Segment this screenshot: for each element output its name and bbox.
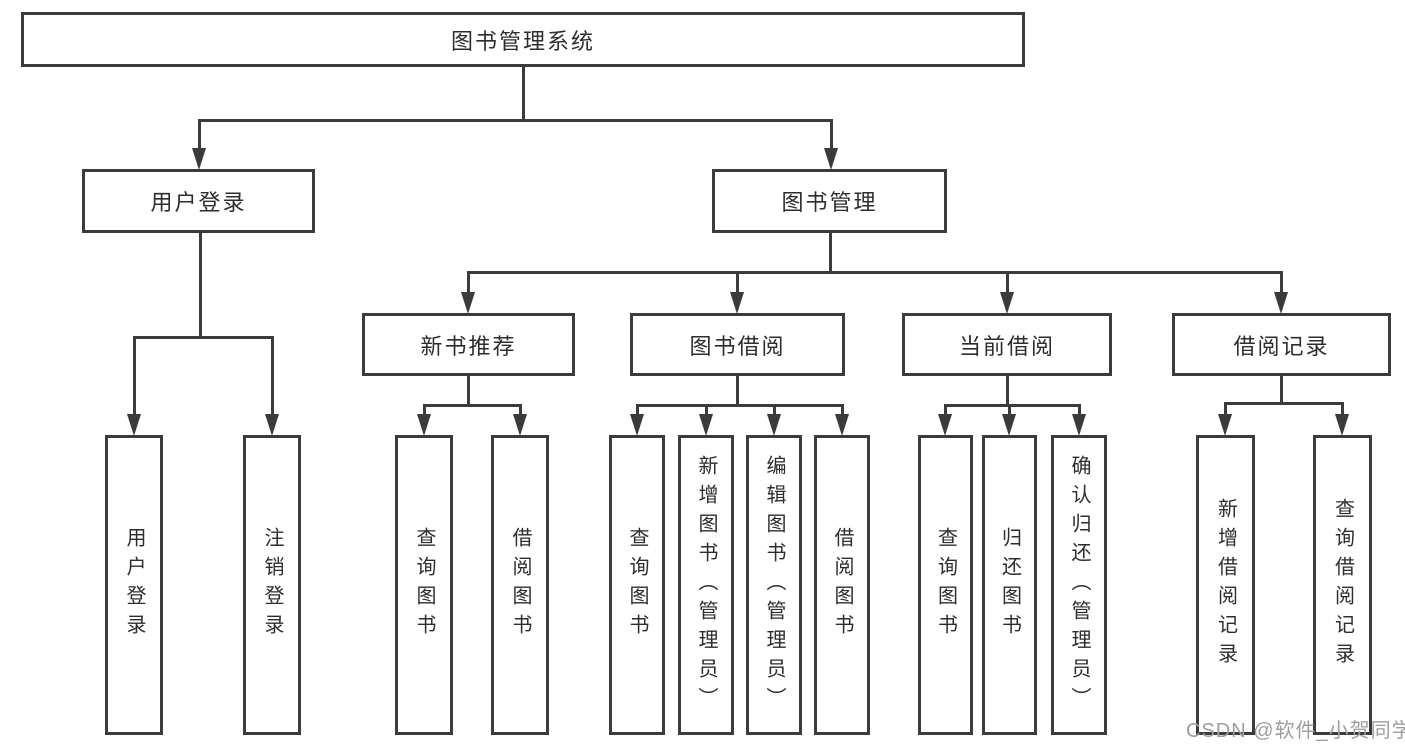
- fan-book-borrowing-stub-2: [772, 404, 776, 419]
- fan-root-stub-0: [197, 119, 201, 153]
- node-new-book-recommend-label: 新书推荐: [420, 333, 517, 359]
- fan-book-management-stub-1: [735, 271, 739, 297]
- fan-root-rail: [197, 119, 833, 122]
- fan-current-borrowing-stem: [1005, 376, 1009, 407]
- leaf-borrow-books-borrowing-label: 借阅图书: [831, 527, 853, 643]
- node-book-management: 图书管理: [712, 169, 947, 233]
- fan-user-login-arrowhead-icon: [265, 414, 279, 436]
- fan-new-book-recommend-arrowhead-icon: [513, 414, 527, 436]
- leaf-query-books-borrowing: 查询图书: [609, 435, 665, 735]
- fan-root-arrowhead-icon: [192, 148, 206, 170]
- leaf-query-books-recommend-label: 查询图书: [413, 527, 435, 643]
- leaf-borrow-books-borrowing: 借阅图书: [814, 435, 870, 735]
- node-book-borrowing-label: 图书借阅: [689, 333, 786, 359]
- node-borrowing-records: 借阅记录: [1172, 313, 1391, 376]
- fan-book-management-stub-3: [1279, 271, 1283, 297]
- node-library-management-system: 图书管理系统: [21, 12, 1025, 67]
- leaf-add-borrow-record: 新增借阅记录: [1196, 435, 1255, 735]
- fan-new-book-recommend-arrowhead-icon: [417, 414, 431, 436]
- fan-user-login-arrowhead-icon: [127, 414, 141, 436]
- fan-borrowing-records-stub-1: [1340, 402, 1344, 419]
- leaf-query-books-current: 查询图书: [918, 435, 973, 735]
- fan-user-login-rail: [132, 336, 274, 339]
- fan-borrowing-records-arrowhead-icon: [1218, 414, 1232, 436]
- fan-new-book-recommend-stub-0: [422, 404, 426, 419]
- fan-book-borrowing-stub-0: [635, 404, 639, 419]
- fan-book-borrowing-stem: [735, 376, 739, 407]
- leaf-user-login-label: 用户登录: [123, 527, 145, 643]
- leaf-return-books-label: 归还图书: [998, 527, 1021, 643]
- fan-borrowing-records-arrowhead-icon: [1335, 414, 1349, 436]
- node-book-management-label: 图书管理: [781, 190, 878, 215]
- fan-borrowing-records-stub-0: [1223, 402, 1227, 419]
- fan-book-management-stub-0: [466, 271, 470, 297]
- fan-borrowing-records-stem: [1279, 376, 1283, 405]
- leaf-borrow-books-recommend-label: 借阅图书: [509, 527, 531, 643]
- fan-current-borrowing-arrowhead-icon: [1072, 414, 1086, 436]
- fan-book-management-arrowhead-icon: [1274, 292, 1288, 314]
- fan-book-borrowing-arrowhead-icon: [630, 414, 644, 436]
- fan-user-login-stub-0: [132, 336, 136, 419]
- leaf-query-books-borrowing-label: 查询图书: [626, 527, 648, 643]
- fan-book-borrowing-stub-3: [840, 404, 844, 419]
- fan-new-book-recommend-rail: [422, 404, 522, 407]
- node-library-management-system-label: 图书管理系统: [450, 28, 595, 54]
- fan-book-management-arrowhead-icon: [461, 292, 475, 314]
- leaf-return-books: 归还图书: [982, 435, 1037, 735]
- leaf-query-borrow-record-label: 查询借阅记录: [1331, 498, 1354, 672]
- leaf-user-login: 用户登录: [105, 435, 163, 735]
- node-borrowing-records-label: 借阅记录: [1233, 333, 1330, 359]
- fan-root-arrowhead-icon: [824, 148, 838, 170]
- leaf-borrow-books-recommend: 借阅图书: [491, 435, 549, 735]
- fan-current-borrowing-rail: [943, 404, 1081, 407]
- node-user-login-label: 用户登录: [150, 190, 247, 215]
- leaf-logout-label: 注销登录: [261, 527, 283, 643]
- leaf-confirm-return-admin: 确认归还（管理员）: [1051, 435, 1107, 735]
- fan-book-management-stub-2: [1005, 271, 1009, 297]
- fan-book-management-rail: [466, 271, 1283, 274]
- fan-user-login-stub-1: [270, 336, 274, 419]
- fan-new-book-recommend-stub-1: [518, 404, 522, 419]
- fan-root-stem: [521, 67, 525, 122]
- fan-book-management-arrowhead-icon: [730, 292, 744, 314]
- fan-book-management-arrowhead-icon: [1000, 292, 1014, 314]
- leaf-query-books-current-label: 查询图书: [934, 527, 957, 643]
- leaf-logout: 注销登录: [243, 435, 301, 735]
- fan-borrowing-records-rail: [1223, 402, 1344, 405]
- node-book-borrowing: 图书借阅: [630, 313, 845, 376]
- fan-current-borrowing-stub-0: [943, 404, 947, 419]
- fan-book-borrowing-arrowhead-icon: [835, 414, 849, 436]
- leaf-edit-books-admin-label: 编辑图书（管理员）: [763, 454, 785, 716]
- fan-book-borrowing-rail: [635, 404, 844, 407]
- fan-root-stub-1: [829, 119, 833, 153]
- watermark: CSDN @软件_小贺同学: [1186, 720, 1405, 742]
- leaf-edit-books-admin: 编辑图书（管理员）: [746, 435, 802, 735]
- node-current-borrowing: 当前借阅: [902, 313, 1112, 376]
- fan-book-management-stem: [828, 233, 832, 274]
- leaf-add-books-admin-label: 新增图书（管理员）: [695, 454, 717, 716]
- node-current-borrowing-label: 当前借阅: [958, 333, 1055, 359]
- leaf-add-books-admin: 新增图书（管理员）: [678, 435, 734, 735]
- fan-new-book-recommend-stem: [466, 376, 470, 407]
- node-user-login: 用户登录: [82, 169, 315, 233]
- node-new-book-recommend: 新书推荐: [362, 313, 575, 376]
- leaf-query-borrow-record: 查询借阅记录: [1313, 435, 1372, 735]
- fan-user-login-stem: [198, 233, 202, 339]
- fan-book-borrowing-stub-1: [704, 404, 708, 419]
- fan-current-borrowing-arrowhead-icon: [938, 414, 952, 436]
- leaf-confirm-return-admin-label: 确认归还（管理员）: [1068, 454, 1090, 716]
- fan-current-borrowing-stub-1: [1007, 404, 1011, 419]
- fan-book-borrowing-arrowhead-icon: [767, 414, 781, 436]
- fan-current-borrowing-arrowhead-icon: [1002, 414, 1016, 436]
- leaf-query-books-recommend: 查询图书: [395, 435, 453, 735]
- fan-book-borrowing-arrowhead-icon: [699, 414, 713, 436]
- fan-current-borrowing-stub-2: [1077, 404, 1081, 419]
- leaf-add-borrow-record-label: 新增借阅记录: [1214, 498, 1237, 672]
